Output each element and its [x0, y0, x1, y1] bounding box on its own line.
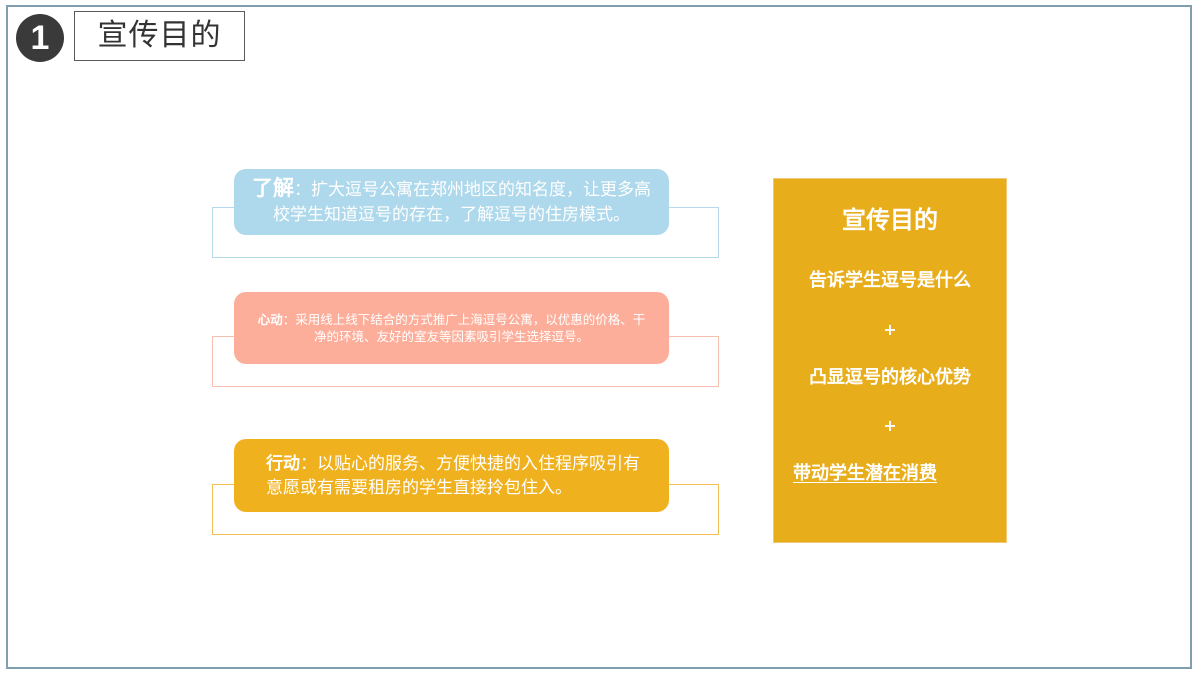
summary-goal-1: 告诉学生逗号是什么 [809, 270, 971, 291]
section-title: 宣传目的 [74, 11, 245, 61]
step-action-description: 以贴心的服务、方便快捷的入住程序吸引有意愿或有需要租房的学生直接拎包住入。 [266, 453, 640, 498]
slide-frame [6, 5, 1192, 669]
step-understand-card: 了解：扩大逗号公寓在郑州地区的知名度，让更多高校学生知道逗号的存在，了解逗号的住… [234, 169, 669, 235]
step-action-card: 行动：以贴心的服务、方便快捷的入住程序吸引有意愿或有需要租房的学生直接拎包住入。 [234, 439, 669, 512]
step-action-text: 行动：以贴心的服务、方便快捷的入住程序吸引有意愿或有需要租房的学生直接拎包住入。 [266, 453, 640, 498]
step-understand-description: 扩大逗号公寓在郑州地区的知名度，让更多高校学生知道逗号的存在，了解逗号的住房模式… [273, 180, 651, 225]
summary-goal-3[interactable]: 带动学生潜在消费 [774, 462, 1006, 486]
step-understand-label: 了解 [252, 176, 294, 200]
plus-icon: + [883, 416, 897, 435]
step-interest-text: 心动：采用线上线下结合的方式推广上海逗号公寓，以优惠的价格、干净的环境、友好的室… [257, 312, 646, 344]
step-interest-description: 采用线上线下结合的方式推广上海逗号公寓，以优惠的价格、干净的环境、友好的室友等因… [295, 312, 646, 344]
summary-goal-3-link[interactable]: 带动学生潜在消费 [793, 463, 937, 484]
step-interest-card: 心动：采用线上线下结合的方式推广上海逗号公寓，以优惠的价格、干净的环境、友好的室… [234, 292, 669, 364]
plus-icon: + [883, 320, 897, 339]
step-understand-text: 了解：扩大逗号公寓在郑州地区的知名度，让更多高校学生知道逗号的存在，了解逗号的住… [252, 176, 651, 225]
step-action-label: 行动 [266, 453, 300, 474]
summary-box: 宣传目的 告诉学生逗号是什么 + 凸显逗号的核心优势 + 带动学生潜在消费 [773, 178, 1007, 543]
summary-title: 宣传目的 [842, 206, 938, 234]
section-number-badge: 1 [16, 14, 64, 62]
step-interest-label: 心动 [257, 312, 283, 327]
summary-goal-2: 凸显逗号的核心优势 [809, 367, 971, 388]
